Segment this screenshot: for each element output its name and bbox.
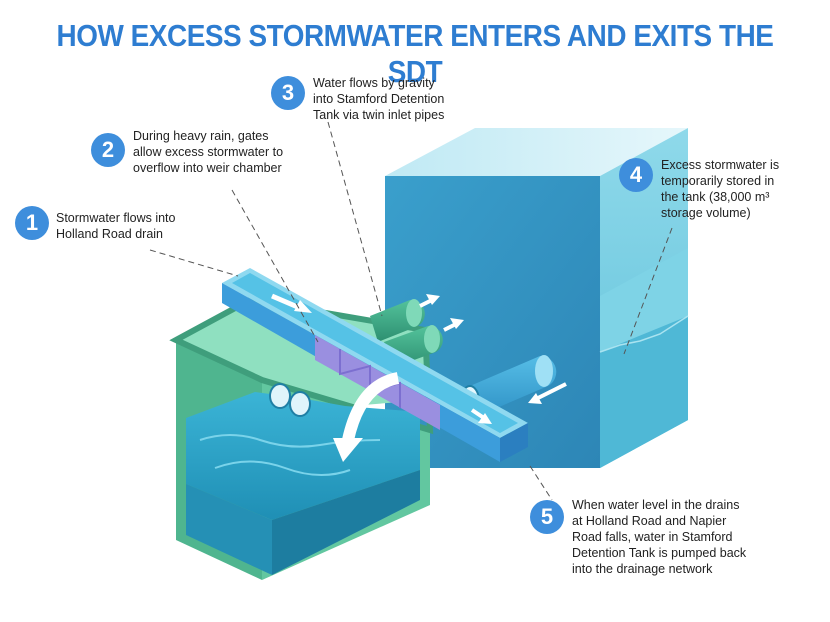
- arrow-pump-back-icon: [528, 382, 567, 404]
- arrow-drain-return-icon: [470, 408, 492, 424]
- step-1-line-1: Stormwater flows into: [56, 211, 176, 225]
- leader-step-4: [623, 227, 673, 355]
- step-4-line-4: storage volume): [661, 206, 751, 220]
- step-5-line-4: Detention Tank is pumped back: [572, 546, 747, 560]
- step-5-label: When water level in the drains at Hollan…: [572, 497, 746, 577]
- step-2-label: During heavy rain, gates allow excess st…: [133, 128, 283, 176]
- step-2-line-3: overflow into weir chamber: [133, 161, 282, 175]
- chamber-outlet-right: [289, 391, 311, 417]
- step-2-line-1: During heavy rain, gates: [133, 129, 269, 143]
- arrow-inlet-lower-icon: [443, 318, 464, 332]
- tank-stored-water: [600, 316, 688, 468]
- step-5-line-5: into the drainage network: [572, 562, 713, 576]
- drain-end-face: [500, 423, 528, 462]
- tank-top: [385, 128, 688, 176]
- step-5-badge: 5: [530, 500, 564, 534]
- page-title: HOW EXCESS STORMWATER ENTERS AND EXITS T…: [56, 18, 774, 89]
- step-1-badge: 1: [15, 206, 49, 240]
- arrow-inlet-upper-icon: [419, 294, 440, 308]
- leader-step-2: [231, 189, 319, 343]
- step-3-line-1: Water flows by gravity: [313, 76, 435, 90]
- step-1-line-2: Holland Road drain: [56, 227, 164, 241]
- leader-step-3: [327, 121, 383, 317]
- drain-water: [232, 273, 518, 433]
- step-4-line-3: the tank (38,000 m³: [661, 190, 770, 204]
- arrow-drain-inflow-icon: [271, 293, 312, 313]
- step-3-line-3: Tank via twin inlet pipes: [313, 108, 445, 122]
- step-5-line-3: Road falls, water in Stamford: [572, 530, 733, 544]
- step-2-line-2: allow excess stormwater to: [133, 145, 284, 159]
- leader-step-5: [529, 465, 553, 501]
- leader-lines: [149, 121, 673, 501]
- step-5-line-2: at Holland Road and Napier: [572, 514, 727, 528]
- step-3-badge: 3: [271, 76, 305, 110]
- step-4-badge: 4: [619, 158, 653, 192]
- step-4-line-1: Excess stormwater is: [661, 158, 780, 172]
- step-4-line-2: temporarily stored in: [661, 174, 775, 188]
- chamber-water-surface: [186, 392, 420, 520]
- flow-arrows: [271, 293, 567, 462]
- chamber-water-front: [272, 470, 420, 575]
- step-3-line-2: into Stamford Detention: [313, 92, 445, 106]
- chamber-outlet-left: [269, 383, 291, 409]
- chamber-water-side: [186, 484, 272, 575]
- arrow-overflow-to-chamber-icon: [333, 372, 400, 462]
- step-3-label: Water flows by gravity into Stamford Det…: [313, 75, 444, 123]
- step-5-line-1: When water level in the drains: [572, 498, 740, 512]
- weir-chamber: [169, 296, 434, 580]
- step-2-badge: 2: [91, 133, 125, 167]
- step-4-label: Excess stormwater is temporarily stored …: [661, 157, 779, 221]
- leader-step-1: [149, 249, 239, 277]
- step-1-label: Stormwater flows into Holland Road drain: [56, 210, 175, 242]
